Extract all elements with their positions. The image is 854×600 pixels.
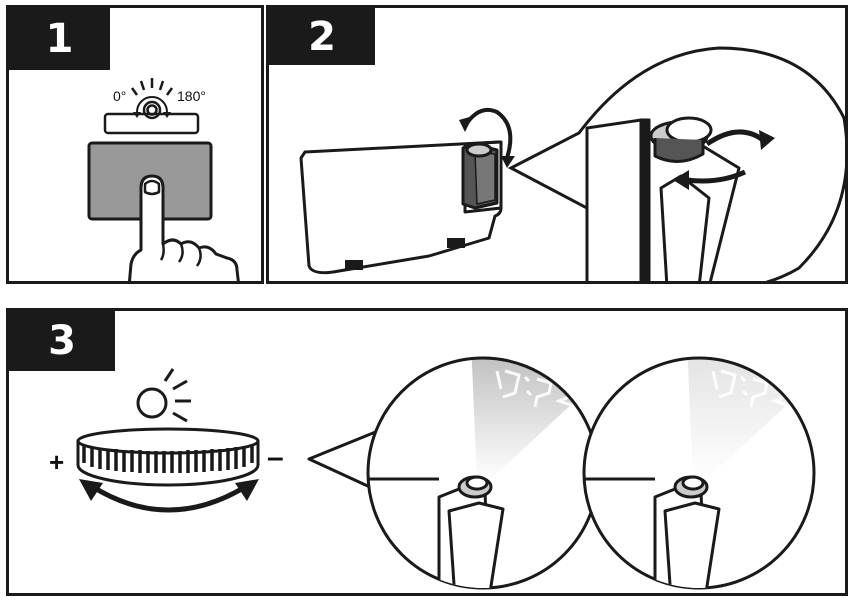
step-1-panel: 1 0° 180°	[6, 5, 264, 284]
step-number-1: 1	[9, 8, 110, 70]
step-number-2: 2	[269, 8, 375, 65]
projector-unit	[461, 142, 499, 210]
step-3-panel: 3 + –	[6, 308, 848, 596]
projection-circle-bright	[366, 356, 600, 590]
brightness-icon	[136, 368, 191, 423]
minus-sign: –	[267, 441, 284, 474]
angle-max-label: 180°	[177, 88, 206, 104]
angle-min-label: 0°	[113, 88, 127, 104]
pointing-hand-icon	[128, 174, 240, 281]
plus-sign: +	[49, 447, 65, 477]
large-rotation-arrows-icon	[673, 129, 775, 190]
brightness-dial-icon	[76, 427, 260, 487]
projected-time-digits	[495, 369, 573, 416]
rotate-dial-icon	[103, 78, 200, 135]
step-number-3: 3	[9, 311, 115, 371]
projected-time-digits-dim	[711, 369, 789, 416]
projection-circle-dim	[582, 356, 816, 590]
curved-arrow-icon	[79, 479, 259, 513]
step-2-panel: 2	[266, 5, 848, 284]
zoomed-projector	[585, 116, 741, 281]
step-3-illustration	[76, 356, 816, 590]
step-1-illustration	[87, 78, 240, 281]
rotation-arrows-icon	[459, 107, 515, 168]
step-2-illustration	[299, 46, 845, 281]
